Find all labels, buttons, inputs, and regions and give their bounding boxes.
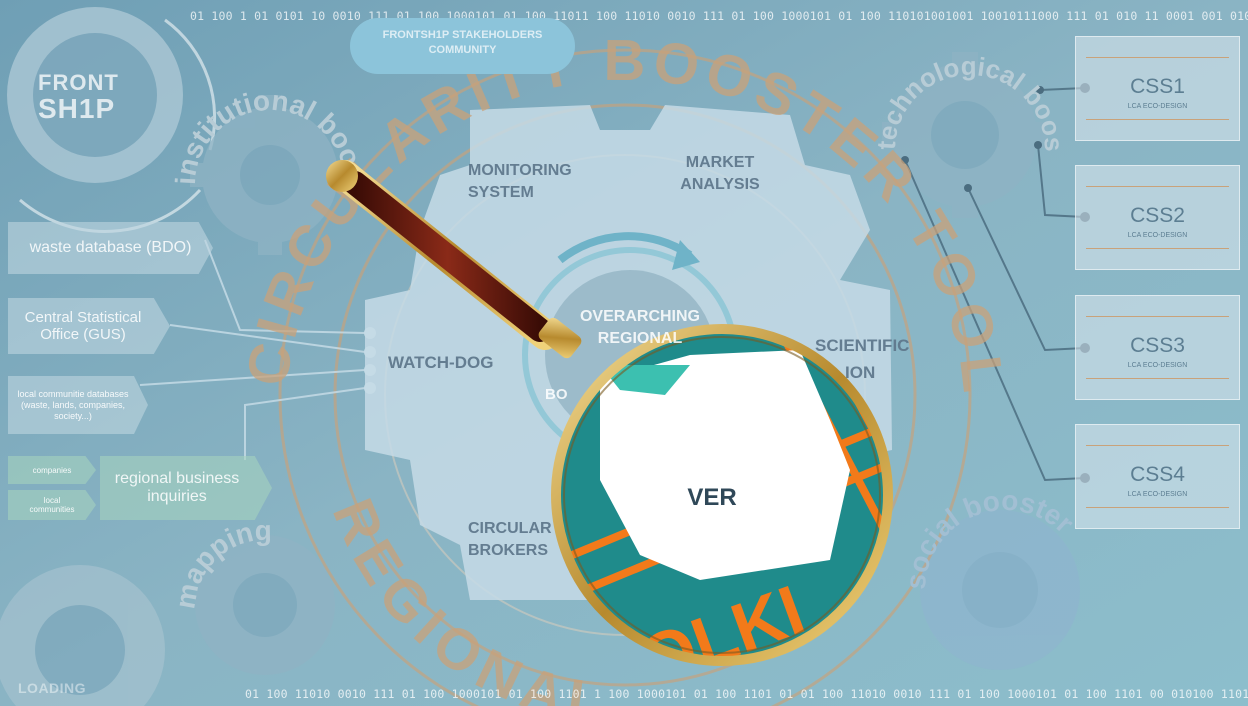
css-card-3: CSS3 LCA ECO-DESIGN <box>1075 295 1240 400</box>
css-card-subtitle: LCA ECO-DESIGN <box>1127 491 1188 498</box>
css-card-title: CSS2 <box>1130 204 1185 227</box>
local-communities-text: local communities <box>29 496 75 514</box>
regional-business-box: regional business inquiries <box>100 456 272 520</box>
market-analysis-label: MARKET ANALYSIS <box>680 154 760 193</box>
magnifier-handle <box>326 160 582 359</box>
magnifier-lens: VER OLKI <box>560 333 884 657</box>
companies-text: companies <box>32 465 72 475</box>
logo-line2: SH1P <box>38 93 116 124</box>
watch-dog-label: WATCH-DOG <box>388 353 494 372</box>
waste-database-box: waste database (BDO) <box>8 222 213 274</box>
monitoring-system-label: MONITORING SYSTEM <box>468 162 572 201</box>
logo-line1: FRONT <box>38 70 119 95</box>
local-databases-text: local communitie databases (waste, lands… <box>17 388 129 421</box>
corner-gear <box>0 565 165 706</box>
css-card-title: CSS1 <box>1130 75 1185 98</box>
circular-brokers-label: CIRCULAR BROKERS <box>468 520 552 559</box>
css-card-subtitle: LCA ECO-DESIGN <box>1127 362 1188 369</box>
css-card-title: CSS3 <box>1130 334 1185 357</box>
magnifier-rim <box>551 324 893 666</box>
gus-text: Central Statistical Office (GUS) <box>24 309 142 343</box>
css-card-subtitle: LCA ECO-DESIGN <box>1127 103 1188 110</box>
scientific-label: SCIENTIFIC <box>815 336 910 355</box>
companies-box: companies <box>8 456 96 484</box>
css-card-subtitle: LCA ECO-DESIGN <box>1127 232 1188 239</box>
mapping-gear <box>195 535 335 675</box>
institutional-gear <box>190 95 350 255</box>
css-card-4: CSS4 LCA ECO-DESIGN <box>1075 424 1240 529</box>
loading-label: LOADING <box>18 680 87 696</box>
css-card-title: CSS4 <box>1130 463 1185 486</box>
css-card-2: CSS2 LCA ECO-DESIGN <box>1075 165 1240 270</box>
overarching-tail-label: BO <box>545 386 568 403</box>
stakeholders-community-badge: FRONTSH1P STAKEHOLDERS COMMUNITY <box>350 18 575 74</box>
frontship-logo: FRONT SH1P <box>38 70 119 124</box>
css-card-1: CSS1 LCA ECO-DESIGN <box>1075 36 1240 141</box>
regional-business-text: regional business inquiries <box>114 470 240 505</box>
social-gear <box>920 510 1080 670</box>
watchdog-dots <box>364 327 376 394</box>
logo-gear <box>7 7 183 183</box>
local-databases-box: local communitie databases (waste, lands… <box>8 376 148 434</box>
lens-ver-text: VER <box>687 484 736 511</box>
overarching-regional-label: OVERARCHING REGIONAL <box>579 308 700 347</box>
waste-database-text: waste database (BDO) <box>29 239 192 256</box>
technological-gear <box>882 52 1048 218</box>
local-communities-box: local communities <box>8 490 96 520</box>
gus-box: Central Statistical Office (GUS) <box>8 298 170 354</box>
binary-top: 01 100 1 01 0101 10 0010 111 01 100 1000… <box>190 9 1248 23</box>
scientific-tail-label: ION <box>845 363 876 382</box>
binary-bottom: 01 100 11010 0010 111 01 100 1000101 01 … <box>245 687 1248 701</box>
